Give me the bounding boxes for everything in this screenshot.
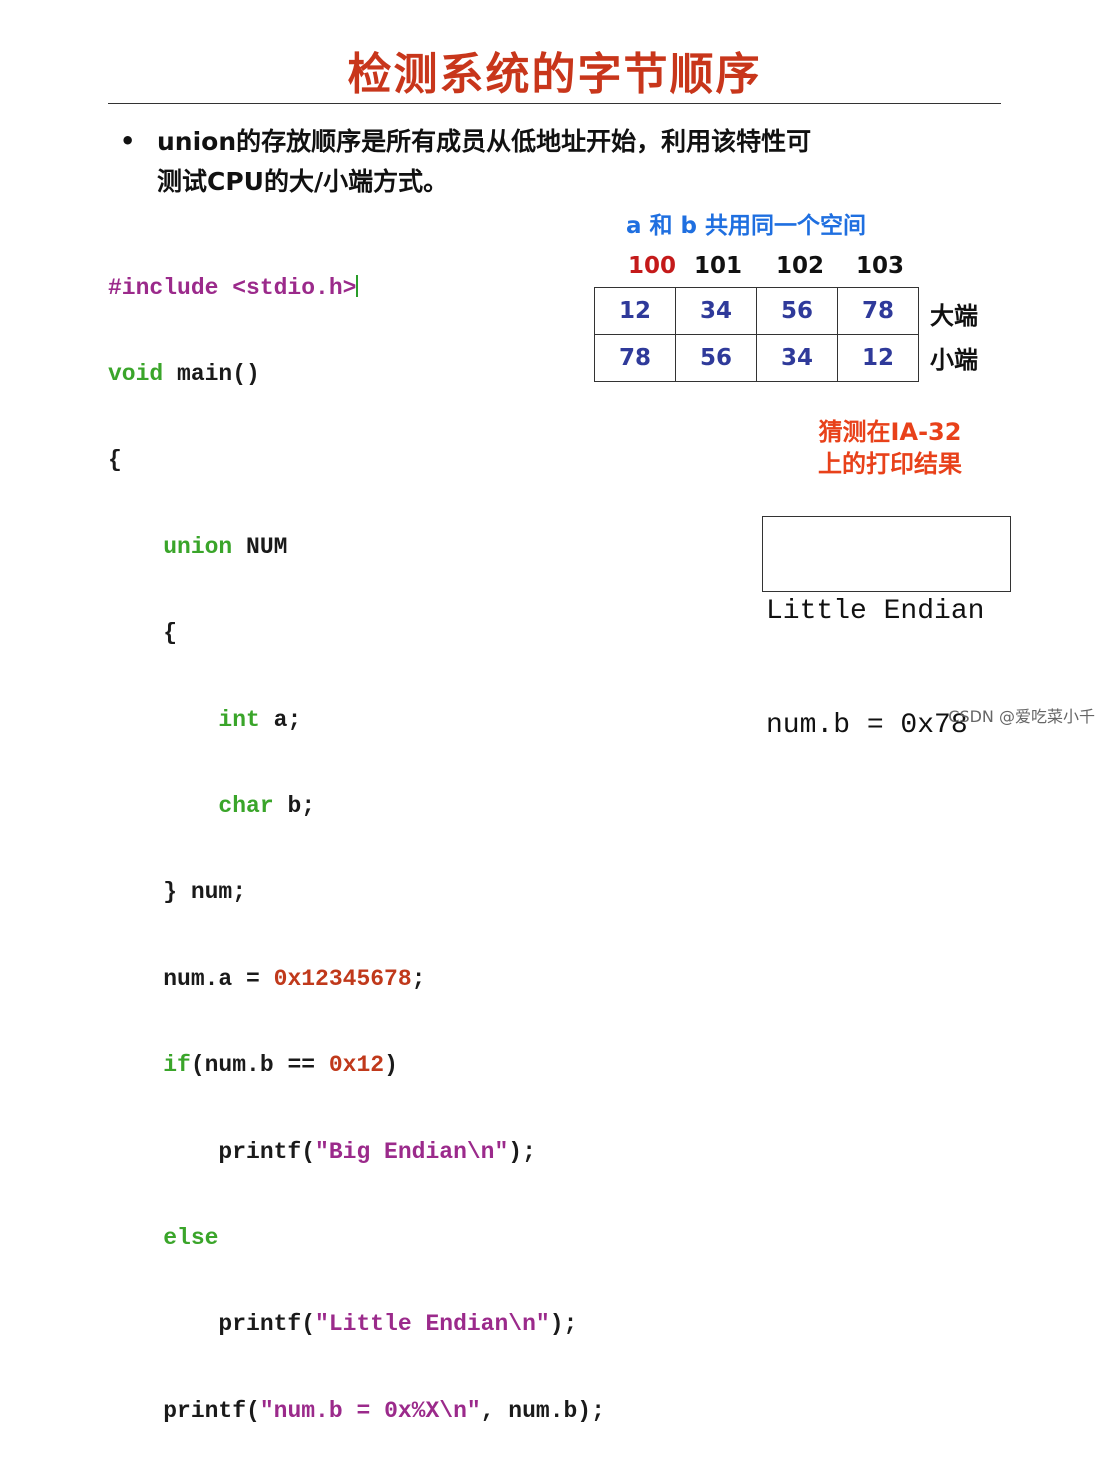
address-101: 101 xyxy=(693,253,742,279)
code-block: #include <stdio.h> void main() { union N… xyxy=(108,216,605,1470)
code-line-union-close: } num; xyxy=(108,878,605,907)
little-endian-row: 78 56 34 12 xyxy=(594,334,919,382)
member-a: a; xyxy=(259,706,302,733)
slide-title: 检测系统的字节顺序 xyxy=(347,49,762,100)
output-line-1: Little Endian xyxy=(766,596,985,627)
code-line-union: union NUM xyxy=(108,533,605,562)
printf-call: printf( xyxy=(218,1138,316,1165)
string-format: "num.b = 0x%X\n" xyxy=(259,1397,481,1424)
code-line-include: #include <stdio.h> xyxy=(108,274,605,303)
printf-call: printf( xyxy=(163,1397,260,1424)
hex-literal-a: 0x12345678 xyxy=(273,965,412,992)
keyword-else: else xyxy=(163,1224,219,1251)
printf-args: , num.b); xyxy=(480,1397,605,1424)
address-103: 103 xyxy=(855,253,904,279)
guess-caption: 猜测在IA-32 上的打印结果 xyxy=(790,416,990,480)
code-line-else: else xyxy=(108,1224,605,1253)
keyword-int: int xyxy=(218,706,260,733)
union-open-brace: { xyxy=(163,620,178,647)
code-line-if: if(num.b == 0x12) xyxy=(108,1051,605,1080)
little-endian-label: 小端 xyxy=(930,346,978,374)
text-cursor xyxy=(356,274,359,297)
keyword-char: char xyxy=(218,792,274,819)
bullet-line-1: union的存放顺序是所有成员从低地址开始，利用该特性可 xyxy=(157,127,812,156)
memory-cell: 12 xyxy=(594,287,676,335)
watermark: CSDN @爱吃菜小千 xyxy=(948,707,1095,726)
printf-end: ); xyxy=(508,1138,536,1165)
title-divider xyxy=(108,103,1001,104)
code-line-char-b: char b; xyxy=(108,792,605,821)
memory-cell: 78 xyxy=(837,287,919,335)
guess-line-2: 上的打印结果 xyxy=(818,450,962,478)
bullet-marker: • xyxy=(120,127,136,155)
memory-cell: 78 xyxy=(594,334,676,382)
printf-call: printf( xyxy=(218,1311,316,1338)
guess-line-1: 猜测在IA-32 xyxy=(818,418,962,446)
if-condition: (num.b == xyxy=(190,1052,329,1079)
memory-cell: 34 xyxy=(756,334,838,382)
keyword-if: if xyxy=(163,1052,191,1079)
string-little-endian: "Little Endian\n" xyxy=(315,1311,550,1338)
open-brace: { xyxy=(108,447,122,474)
code-line-open-brace: { xyxy=(108,446,605,475)
include-directive: #include <stdio.h> xyxy=(108,274,357,301)
memory-cell: 56 xyxy=(675,334,757,382)
code-line-int-a: int a; xyxy=(108,706,605,735)
memory-cell: 12 xyxy=(837,334,919,382)
big-endian-label: 大端 xyxy=(930,302,978,330)
main-signature: main() xyxy=(163,360,260,387)
code-line-main: void main() xyxy=(108,360,605,389)
hex-literal-b: 0x12 xyxy=(328,1052,385,1079)
address-102: 102 xyxy=(775,253,824,279)
union-name: NUM xyxy=(232,533,288,560)
memory-table: 12 34 56 78 78 56 34 12 xyxy=(594,287,919,382)
assign-semicolon: ; xyxy=(411,965,426,992)
bullet-line-2: 测试CPU的大/小端方式。 xyxy=(157,167,449,196)
assign-target: num.a = xyxy=(163,965,274,992)
member-b: b; xyxy=(273,792,316,819)
code-line-union-open: { xyxy=(108,619,605,648)
keyword-union: union xyxy=(163,533,233,560)
memory-cell: 56 xyxy=(756,287,838,335)
output-box: Little Endian num.b = 0x78 xyxy=(762,516,1011,741)
bullet-text: union的存放顺序是所有成员从低地址开始，利用该特性可 测试CPU的大/小端方… xyxy=(157,122,957,202)
if-close-paren: ) xyxy=(384,1052,398,1079)
code-line-printf-little: printf("Little Endian\n"); xyxy=(108,1310,605,1339)
printf-end: ); xyxy=(549,1311,578,1338)
code-line-printf-numb: printf("num.b = 0x%X\n", num.b); xyxy=(108,1397,605,1426)
code-line-assign: num.a = 0x12345678; xyxy=(108,965,605,994)
memory-cell: 34 xyxy=(675,287,757,335)
memory-caption: a 和 b 共用同一个空间 xyxy=(626,213,867,239)
string-big-endian: "Big Endian\n" xyxy=(315,1138,509,1165)
address-100: 100 xyxy=(627,253,676,279)
keyword-void: void xyxy=(108,360,164,387)
big-endian-row: 12 34 56 78 xyxy=(594,287,919,335)
code-line-printf-big: printf("Big Endian\n"); xyxy=(108,1138,605,1167)
union-close: } num; xyxy=(163,879,247,906)
